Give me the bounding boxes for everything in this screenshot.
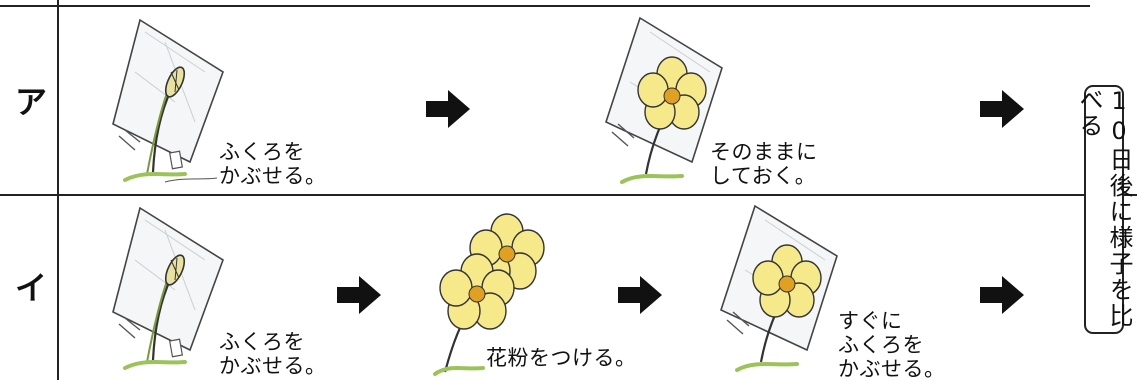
step-caption: ふくろを かぶせる。	[219, 330, 327, 378]
row-divider-right	[1122, 194, 1137, 196]
row-label-i: イ	[15, 269, 48, 307]
caption-line: そのままに	[710, 140, 818, 164]
row-label-a: ア	[15, 83, 48, 121]
step-caption: すぐに ふくろを かぶせる。	[838, 309, 946, 381]
caption-line: ふくろを	[219, 330, 305, 354]
two-flowers-icon	[433, 213, 545, 376]
arrow-right-icon	[980, 276, 1024, 314]
compare-result-label: 10日後に様子を比べる	[1075, 87, 1133, 329]
caption-line: すぐに	[838, 309, 903, 333]
arrow-right-icon	[426, 90, 470, 128]
bagged-bud-icon	[112, 206, 224, 370]
caption-line: しておく。	[710, 164, 817, 188]
bagged-flower-icon	[720, 204, 838, 372]
caption-line: ふくろを	[838, 333, 924, 357]
compare-result-box: 10日後に様子を比べる	[1075, 85, 1133, 334]
caption-line: かぶせる。	[838, 357, 946, 381]
arrow-right-icon	[337, 276, 381, 314]
caption-line: かぶせる。	[219, 164, 327, 188]
step-caption: ふくろを かぶせる。	[219, 140, 327, 188]
caption-line: 花粉をつける。	[486, 346, 637, 370]
step-caption: そのままに しておく。	[710, 140, 818, 188]
caption-line: かぶせる。	[219, 354, 327, 378]
row-divider	[0, 194, 1090, 196]
arrow-right-icon	[618, 276, 662, 314]
bagged-flower-icon	[605, 16, 723, 184]
row-top-border	[0, 5, 1090, 7]
caption-line: ふくろを	[219, 140, 305, 164]
arrow-right-icon	[980, 90, 1024, 128]
label-column-divider	[57, 0, 59, 380]
step-caption: 花粉をつける。	[486, 346, 637, 370]
bagged-bud-icon	[112, 18, 224, 183]
